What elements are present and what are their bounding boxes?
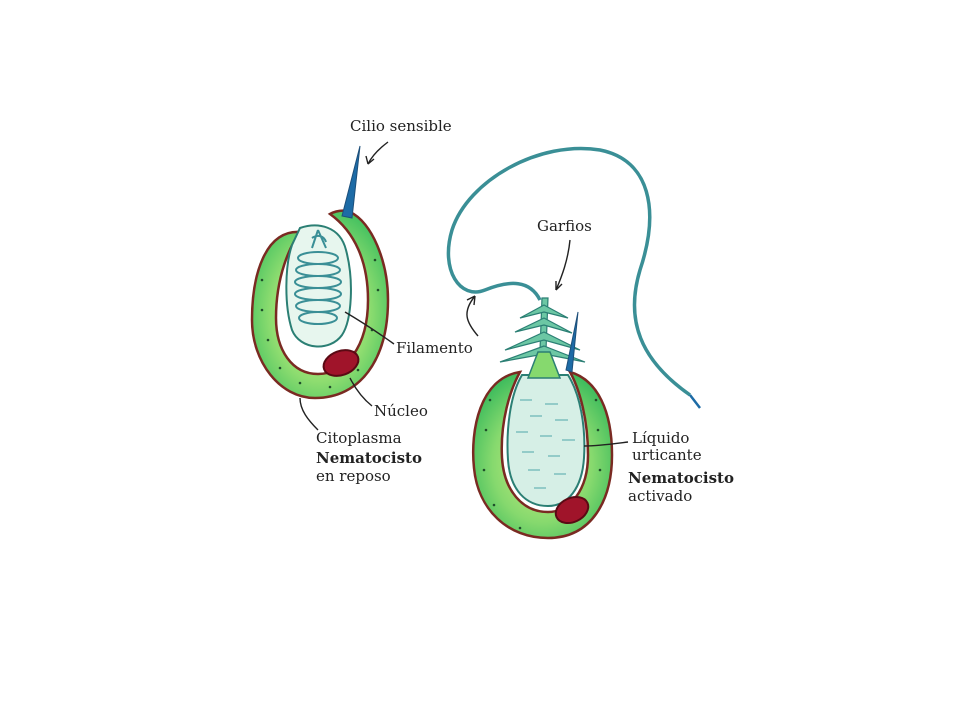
resting-capsule bbox=[285, 224, 352, 348]
arrow-citoplasma bbox=[299, 397, 319, 431]
resting-nucleus bbox=[322, 349, 360, 377]
activated-neck bbox=[526, 351, 562, 379]
arrow-liquido bbox=[583, 441, 629, 447]
arrow-nucleo bbox=[349, 377, 373, 407]
arrow-filamento-left bbox=[344, 311, 395, 345]
arrow-garfios bbox=[555, 239, 571, 291]
label-citoplasma: Citoplasma bbox=[316, 429, 402, 447]
label-activado-sub: activado bbox=[628, 487, 693, 505]
liquid-texture bbox=[516, 399, 575, 489]
activated-capsule bbox=[506, 374, 586, 508]
resting-nematocyst bbox=[250, 145, 390, 400]
resting-cilium bbox=[341, 145, 361, 219]
label-urticante: urticante bbox=[632, 446, 702, 464]
label-cilio-sensible: Cilio sensible bbox=[350, 117, 452, 135]
discharged-thread bbox=[446, 146, 692, 397]
label-garfios: Garfios bbox=[537, 217, 592, 235]
coiled-filament bbox=[294, 229, 342, 325]
label-liquido: Líquido bbox=[632, 429, 690, 447]
label-activado-title: Nematocisto bbox=[628, 469, 734, 487]
label-reposo-sub: en reposo bbox=[316, 467, 391, 485]
label-filamento: Filamento bbox=[396, 339, 473, 357]
label-reposo-title: Nematocisto bbox=[316, 449, 422, 467]
activated-nucleus bbox=[554, 495, 590, 525]
barbed-shaft bbox=[499, 297, 586, 363]
arrow-cilio bbox=[367, 141, 389, 165]
arrow-filamento-right bbox=[466, 295, 479, 337]
label-nucleo: Núcleo bbox=[374, 402, 428, 420]
activated-cilium bbox=[565, 311, 579, 373]
activated-stipple bbox=[482, 398, 602, 530]
leader-lines bbox=[299, 141, 629, 447]
activated-nematocyst bbox=[446, 146, 701, 540]
